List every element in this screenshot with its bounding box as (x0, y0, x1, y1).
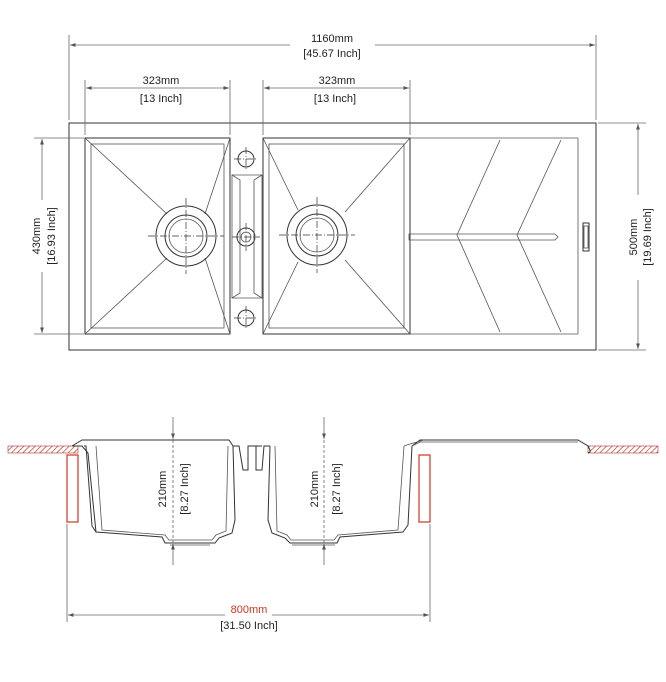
right-bowl-depth-inch: [8.27 Inch] (331, 463, 343, 514)
top-view: 1160mm [45.67 Inch] 323mm [13 Inch] 323m… (31, 33, 654, 351)
dim-right-bowl-width: 323mm [13 Inch] (262, 75, 411, 135)
dim-overall-depth: 500mm [19.69 Inch] (598, 122, 654, 351)
overflow-slot (582, 222, 590, 252)
right-bowl (262, 137, 411, 335)
dim-cabinet-width: 800mm [31.50 Inch] (66, 524, 431, 632)
dim-overall-width: 1160mm [45.67 Inch] (68, 33, 597, 120)
dim-bowl-length: 430mm [16.93 Inch] (31, 137, 84, 335)
tap-hole-bottom (234, 306, 258, 330)
sink-profile (71, 439, 591, 544)
right-bowl-width-inch: [13 Inch] (314, 93, 356, 105)
dim-right-bowl-depth: 210mm [8.27 Inch] (309, 417, 343, 565)
section-view: 210mm [8.27 Inch] 210mm [8.27 Inch] 800m… (7, 417, 659, 632)
cabinet-width-mm: 800mm (231, 604, 268, 616)
cabinet-wall-right (418, 454, 431, 523)
overflow-hole (232, 223, 260, 251)
left-bowl-width-inch: [13 Inch] (140, 93, 182, 105)
overall-depth-inch: [19.69 Inch] (642, 208, 654, 266)
countertop-right (587, 445, 659, 454)
countertop-left (7, 445, 79, 454)
center-divider (231, 147, 263, 330)
left-drain (148, 198, 224, 274)
left-bowl (84, 137, 231, 335)
left-bowl-width-mm: 323mm (143, 75, 180, 87)
right-bowl-width-mm: 323mm (319, 75, 356, 87)
right-drain (279, 197, 355, 273)
cabinet-wall-left (66, 454, 79, 523)
dim-left-bowl-depth: 210mm [8.27 Inch] (157, 417, 191, 565)
overall-width-mm: 1160mm (311, 33, 353, 45)
right-bowl-depth-mm: 210mm (309, 471, 321, 508)
bowl-length-inch: [16.93 Inch] (46, 207, 58, 265)
dim-left-bowl-width: 323mm [13 Inch] (84, 75, 231, 135)
cabinet-width-inch: [31.50 Inch] (220, 620, 278, 632)
tap-hole-top (234, 147, 258, 171)
overall-width-inch: [45.67 Inch] (303, 48, 361, 60)
drainboard (408, 137, 590, 335)
left-bowl-depth-mm: 210mm (157, 471, 169, 508)
sink-outline (68, 122, 597, 351)
left-bowl-depth-inch: [8.27 Inch] (179, 463, 191, 514)
bowl-length-mm: 430mm (31, 218, 43, 255)
overall-depth-mm: 500mm (628, 219, 640, 256)
